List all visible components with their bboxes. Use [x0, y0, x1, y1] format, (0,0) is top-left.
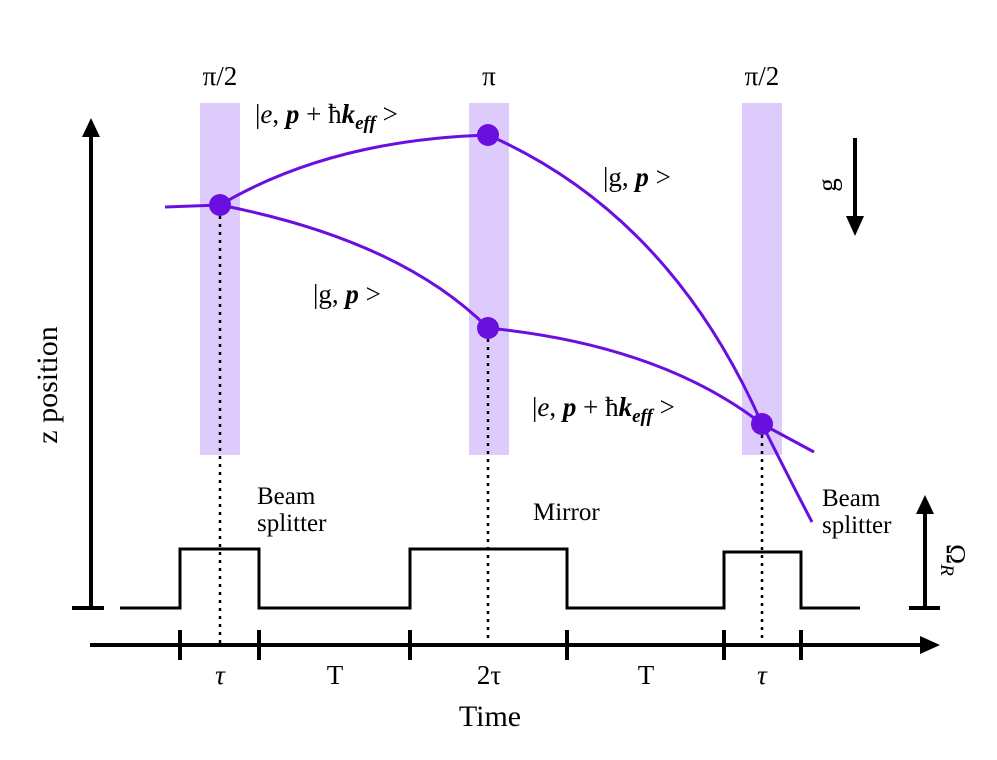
z-axis-label: z position	[31, 326, 64, 444]
pulse-label-1: π/2	[203, 61, 238, 91]
trajectory-upper-ground	[487, 133, 764, 425]
interval-label-3: 2τ	[477, 660, 502, 690]
time-axis-arrow-icon	[920, 636, 940, 654]
gravity-indicator: g	[812, 138, 864, 236]
state-label-ground-mid: |g, p >	[313, 279, 381, 309]
rabi-axis-arrow-icon	[916, 495, 934, 514]
state-label-ground-right: |g, p >	[603, 162, 671, 192]
pulse-band-3	[742, 103, 782, 455]
trajectory-upper-excited	[219, 133, 489, 207]
z-axis-arrow-icon	[82, 118, 100, 137]
mirror-label: Mirror	[533, 499, 600, 526]
rabi-axis-label: ΩR	[936, 544, 971, 576]
interval-label-5: τ	[757, 660, 768, 690]
pulse-band-1	[200, 103, 240, 455]
state-label-excited-top: |e, p + ħkeff >	[255, 99, 398, 134]
gravity-arrow-icon	[846, 216, 864, 236]
interaction-node-mirror-upper	[477, 124, 499, 146]
trajectories	[164, 133, 815, 523]
interval-label-4: T	[638, 660, 655, 690]
time-axis-label: Time	[459, 700, 521, 733]
time-axis: τ T 2τ T τ Time	[90, 630, 940, 733]
projection-lines	[218, 216, 764, 645]
trajectory-exit-ground	[760, 423, 814, 523]
pulse-label-3: π/2	[745, 61, 780, 91]
interaction-node-mirror-lower	[477, 317, 499, 339]
state-label-excited-bottom: |e, p + ħkeff >	[532, 392, 675, 427]
pulse-sequence-waveform	[120, 547, 860, 610]
pulse-label-2: π	[482, 61, 496, 91]
z-axis: z position	[31, 118, 104, 610]
interval-label-1: τ	[215, 660, 226, 690]
pulse-band-2	[469, 103, 509, 455]
interaction-node-recombine	[751, 413, 773, 435]
trajectory-lower-ground	[219, 203, 490, 330]
trajectory-lower-excited	[487, 326, 763, 426]
interaction-node-split	[209, 194, 231, 216]
gravity-label: g	[812, 178, 842, 192]
rabi-axis: ΩR	[909, 495, 971, 610]
interval-label-2: T	[327, 660, 344, 690]
